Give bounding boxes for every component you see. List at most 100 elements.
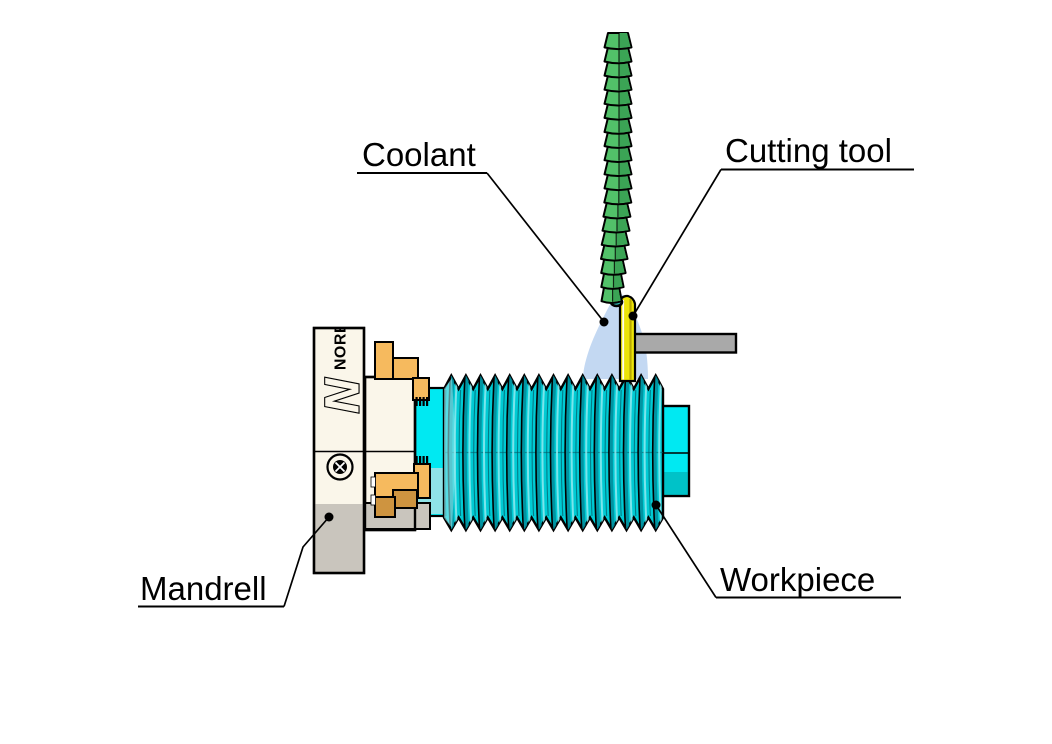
thread-crest-line bbox=[462, 375, 466, 530]
jaw-slot bbox=[370, 476, 376, 488]
thread-root-line bbox=[575, 389, 578, 517]
thread-crest-line bbox=[622, 375, 627, 530]
thread-highlight-line bbox=[541, 377, 546, 528]
chip-segment-shade bbox=[619, 103, 631, 119]
chuck-logo-n: N bbox=[317, 377, 370, 413]
chip-segment bbox=[601, 215, 631, 234]
chip-segment-shade bbox=[619, 47, 631, 62]
thread-crest-line bbox=[549, 375, 554, 530]
chuck-top-jaw bbox=[374, 341, 430, 406]
thread-highlight-line bbox=[585, 377, 590, 528]
thread-root-line bbox=[458, 389, 462, 517]
thread-flank-shade bbox=[594, 375, 601, 530]
chip-segment-shade bbox=[619, 188, 631, 203]
chip-segment-shade bbox=[619, 75, 631, 91]
thread-root-line bbox=[619, 389, 622, 517]
cutting-tool-label: Cutting tool bbox=[725, 132, 892, 169]
mandrel-chuck-group: NORE N bbox=[312, 322, 431, 575]
thread-crest-line bbox=[491, 375, 495, 530]
thread-highlight-line bbox=[468, 377, 473, 528]
chip-stack bbox=[600, 32, 633, 304]
thread-crest-line bbox=[593, 375, 598, 530]
thread-crest-line bbox=[564, 375, 568, 530]
chip-segment-shade bbox=[619, 145, 631, 161]
thread-crest-line bbox=[578, 375, 583, 530]
thread-crest-line bbox=[637, 375, 641, 530]
thread-highlight-line bbox=[614, 377, 619, 528]
chip-segment-shade bbox=[616, 230, 628, 246]
chip-segment-shade bbox=[619, 117, 631, 133]
chip-segment bbox=[602, 201, 632, 220]
thread-root-line bbox=[531, 389, 535, 517]
chuck-brand-text: NORE bbox=[333, 322, 350, 370]
thread-root-line bbox=[560, 389, 564, 517]
chip-segment bbox=[603, 130, 633, 149]
chip-segment bbox=[600, 229, 630, 248]
thread-highlight-line bbox=[526, 377, 531, 528]
thread-flank-shade bbox=[492, 375, 499, 530]
thread-flank-shade bbox=[565, 375, 572, 530]
thread-root-line bbox=[502, 389, 505, 517]
thread-root-line bbox=[516, 389, 520, 517]
chip-segment bbox=[600, 257, 627, 276]
chip-segment bbox=[603, 158, 633, 178]
mandrell-dot bbox=[324, 512, 334, 522]
cutting-tool-insert bbox=[618, 294, 637, 383]
thread-flank-shade bbox=[653, 375, 659, 530]
thread-flank-shade bbox=[463, 375, 469, 530]
chip-segment bbox=[603, 74, 633, 93]
leader-dots bbox=[324, 311, 661, 522]
thread-highlight-line bbox=[483, 377, 487, 528]
thread-flank-shade bbox=[521, 375, 528, 530]
chip-segment-shade bbox=[614, 272, 623, 288]
chip-segment-shade bbox=[619, 89, 631, 105]
thread-flank-shade bbox=[638, 375, 645, 530]
thread-root-line bbox=[604, 389, 608, 517]
thread-flank-shade bbox=[550, 375, 557, 530]
thread-crest-line bbox=[520, 375, 525, 530]
tool-holder-bar bbox=[631, 332, 738, 354]
cutting-tool-leader bbox=[632, 169, 722, 317]
thread-highlight-line bbox=[556, 377, 560, 528]
coolant-dot bbox=[599, 317, 609, 327]
thread-crest-line bbox=[505, 375, 510, 530]
chip-segment-shade bbox=[613, 286, 621, 302]
thread-flank-shade bbox=[609, 375, 615, 530]
thread-crest-line bbox=[535, 375, 539, 530]
thread-flank-shade bbox=[477, 375, 484, 530]
thread-flank-shade bbox=[623, 375, 630, 530]
mandrell-leader bbox=[283, 516, 330, 607]
jaw-slot bbox=[370, 494, 376, 506]
workpiece-label: Workpiece bbox=[720, 561, 875, 598]
thread-crest-line bbox=[476, 375, 481, 530]
thread-left-chamfer bbox=[444, 378, 456, 528]
chip-segment bbox=[603, 32, 633, 51]
coolant-label: Coolant bbox=[362, 136, 476, 173]
chip-segment-shade bbox=[619, 131, 631, 147]
chip-segment-shade bbox=[619, 159, 631, 175]
workpiece-dot bbox=[651, 500, 661, 510]
thread-flank-shade bbox=[536, 375, 542, 530]
chuck-screw bbox=[326, 453, 354, 481]
chip-segment bbox=[600, 271, 625, 290]
mandrell-label: Mandrell bbox=[140, 570, 267, 607]
workpiece-group bbox=[413, 372, 691, 533]
workpiece-extension-shade bbox=[661, 472, 688, 495]
chip-segment bbox=[603, 102, 633, 121]
chip-segment bbox=[603, 88, 633, 107]
chip-segment-shade bbox=[618, 202, 630, 218]
chuck-markings: NORE N bbox=[315, 322, 370, 414]
bottom-jaw-teeth bbox=[415, 456, 429, 465]
leader-lines bbox=[283, 169, 722, 607]
thread-highlight-line bbox=[658, 377, 663, 528]
chip-segment bbox=[600, 243, 629, 262]
chip-segment bbox=[603, 187, 633, 206]
threaded-section bbox=[442, 372, 665, 533]
chip-segment-shade bbox=[619, 174, 631, 189]
cutting-tool-dot bbox=[628, 311, 638, 321]
thread-highlight-line bbox=[643, 377, 648, 528]
chip-segment-shade bbox=[615, 244, 627, 260]
chip-segment-shade bbox=[617, 216, 629, 232]
chip-segment bbox=[603, 60, 633, 79]
